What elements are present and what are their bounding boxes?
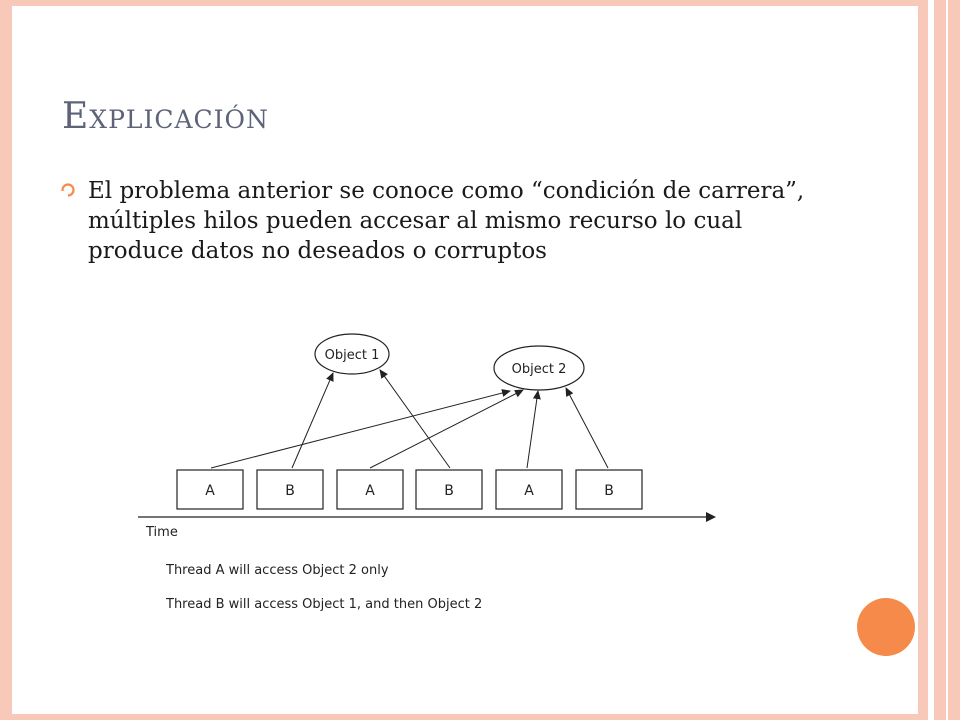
svg-text:A: A <box>365 483 375 499</box>
thread-box: A <box>176 469 244 510</box>
object-1-label: Object 1 <box>325 348 380 363</box>
svg-text:A: A <box>205 483 215 499</box>
arrow-b3-object2 <box>565 387 609 469</box>
time-axis-label: Time <box>145 525 178 540</box>
arrow-a3-object2 <box>526 390 541 469</box>
svg-text:B: B <box>604 483 614 499</box>
diagram-svg: Object 1 Object 2 A B A <box>138 333 716 612</box>
frame-bottom-border <box>12 714 918 720</box>
legend-thread-b: Thread B will access Object 1, and then … <box>165 597 482 612</box>
bullet-text: El problema anterior se conoce como “con… <box>88 178 805 264</box>
object-1-node: Object 1 <box>314 333 390 375</box>
thread-box: A <box>336 469 404 510</box>
frame-right-gap <box>928 0 934 720</box>
thread-box: B <box>575 469 643 510</box>
frame-right-gap-2 <box>946 0 948 720</box>
arrow-b2-object1 <box>379 369 451 469</box>
thread-box: B <box>415 469 483 510</box>
frame-top-border <box>12 0 918 6</box>
object-2-node: Object 2 <box>493 345 585 391</box>
svg-text:B: B <box>444 483 454 499</box>
svg-text:B: B <box>285 483 295 499</box>
decorative-orange-circle <box>857 598 915 656</box>
access-arrows <box>210 369 609 469</box>
bullet-item: El problema anterior se conoce como “con… <box>60 176 820 266</box>
time-axis-arrowhead <box>706 512 716 522</box>
thread-box: B <box>256 469 324 510</box>
arrow-a2-object2 <box>369 389 524 469</box>
frame-right-border <box>918 0 928 720</box>
svg-text:A: A <box>524 483 534 499</box>
legend-thread-a: Thread A will access Object 2 only <box>165 563 389 578</box>
race-condition-diagram: Object 1 Object 2 A B A <box>130 330 730 620</box>
frame-right-border-3 <box>948 0 960 720</box>
arrow-a1-object2 <box>210 389 511 469</box>
bullet-icon <box>60 183 75 198</box>
object-2-label: Object 2 <box>512 362 567 377</box>
frame-left-border <box>0 0 12 720</box>
frame-right-border-2 <box>934 0 946 720</box>
arrow-b1-object1 <box>291 372 334 469</box>
thread-box: A <box>495 469 563 510</box>
slide-title: Explicación <box>62 96 269 137</box>
